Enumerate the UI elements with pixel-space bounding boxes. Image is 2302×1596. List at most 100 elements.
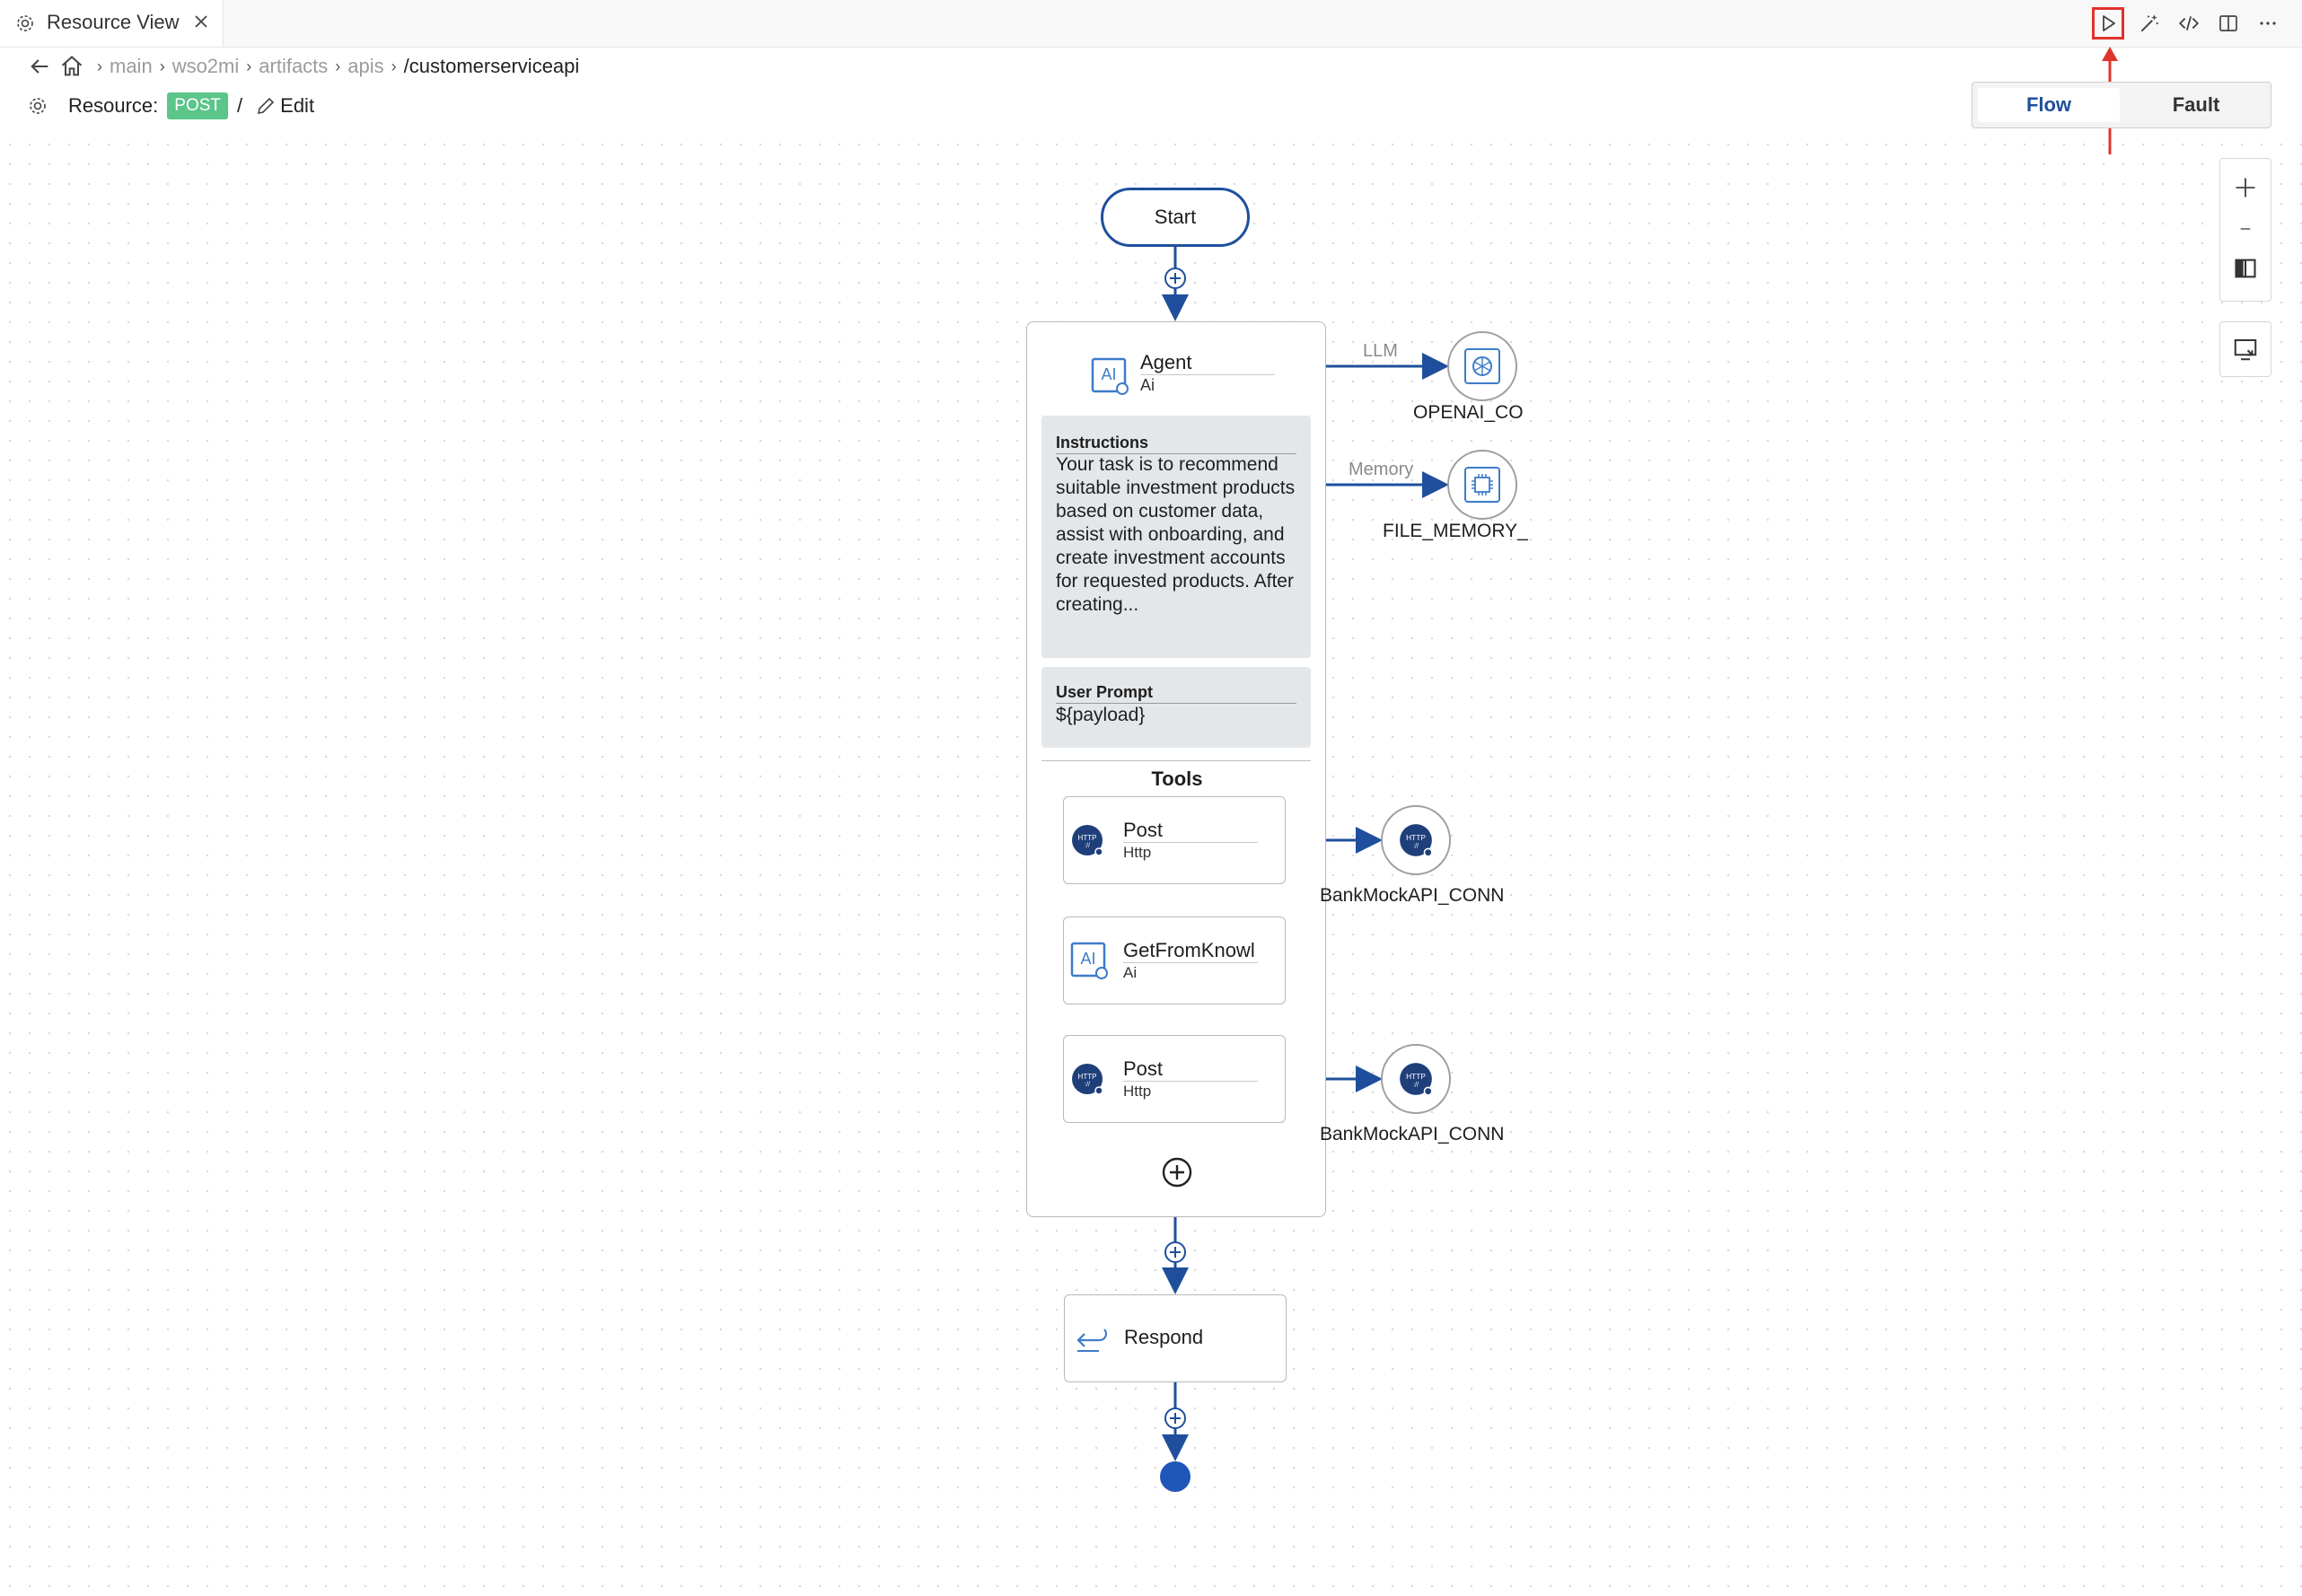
tools-label: Tools [1151,767,1203,790]
tool-type: Ai [1123,964,1138,981]
tab-resource-view[interactable]: Resource View [0,0,224,47]
svg-text:AI: AI [1101,365,1116,383]
divider [1056,453,1296,454]
tool-card[interactable]: AI GetFromKnowl Ai [1063,916,1286,1004]
http-connection-node[interactable]: HTTP :// [1381,805,1451,875]
end-node [1160,1461,1191,1492]
tool-type: Http [1123,844,1152,861]
http-icon: HTTP :// [1400,824,1433,857]
svg-text:AI: AI [1080,950,1095,968]
magic-wand-button[interactable] [2133,7,2166,39]
resource-label: Resource: [68,94,159,117]
back-arrow-icon[interactable] [27,54,52,79]
gear-icon [30,98,46,114]
play-icon [2103,15,2115,31]
code-icon [2178,16,2200,31]
user-prompt-label: User Prompt [1056,683,1154,701]
zoom-out-button[interactable] [2220,209,2271,249]
svg-text:HTTP: HTTP [1406,1072,1426,1081]
home-icon[interactable] [59,54,84,79]
pencil-icon [258,97,275,115]
svg-text:://: :// [1085,1082,1090,1088]
divider [1123,842,1258,843]
edit-label: Edit [280,94,315,117]
tool-title: GetFromKnowl [1123,939,1255,961]
chevron-right-icon: › [391,57,397,75]
http-connection-node[interactable]: HTTP :// [1381,1044,1451,1114]
plus-icon [2236,178,2255,197]
add-node-button[interactable] [1164,1241,1187,1264]
divider [1140,374,1275,375]
close-icon[interactable] [190,11,212,32]
http-connection-label: BankMockAPI_CONN [1320,885,1505,906]
breadcrumb-item[interactable]: artifacts [259,55,329,77]
http-icon: HTTP :// [1072,1064,1103,1095]
chevron-right-icon: › [97,57,102,75]
breadcrumb-item[interactable]: wso2mi [171,55,240,77]
breadcrumb-current: /customerserviceapi [403,55,580,77]
edge-label-memory: Memory [1349,460,1414,479]
screenshot-button[interactable] [2219,321,2271,377]
tab-fault[interactable]: Fault [2172,93,2220,116]
agent-node[interactable]: AI Agent Ai Instructions Your task is to… [1026,321,1326,1217]
llm-connection-label: OPENAI_CO [1413,402,1524,423]
http-icon: HTTP :// [1400,1063,1433,1096]
view-toggle: Flow Fault [1972,82,2271,128]
chevron-right-icon: › [246,57,252,75]
zoom-controls [2219,158,2271,302]
tool-title: Post [1123,819,1164,841]
agent-title: Agent [1140,351,1192,373]
split-editor-icon [2219,15,2237,31]
tab-flow[interactable]: Flow [1978,88,2120,122]
resource-header: Resource: POST / Edit [27,90,314,122]
ai-icon: AI [1091,357,1129,395]
fit-view-button[interactable] [2220,249,2271,288]
breadcrumb-item[interactable]: main [110,55,153,77]
chevron-right-icon: › [335,57,341,75]
user-prompt-text: ${payload} [1056,705,1146,725]
http-icon: HTTP :// [1072,825,1103,856]
screen-download-icon [2234,339,2257,361]
tool-card[interactable]: HTTP :// Post Http [1063,796,1286,884]
resource-path: / [237,94,243,117]
ellipsis-icon [2260,22,2276,25]
breadcrumb: › main › wso2mi › artifacts › apis › /cu… [27,50,579,83]
add-node-button[interactable] [1164,1407,1187,1430]
edit-button[interactable]: Edit [255,94,314,118]
memory-connection-node[interactable] [1447,450,1517,520]
http-connection-label: BankMockAPI_CONN [1320,1124,1505,1144]
respond-node[interactable]: Respond [1064,1294,1287,1382]
llm-connection-node[interactable] [1447,331,1517,401]
tool-type: Http [1123,1083,1152,1100]
start-node[interactable]: Start [1101,188,1250,247]
more-actions-button[interactable] [2252,7,2284,39]
user-prompt-panel[interactable]: User Prompt ${payload} [1041,667,1311,748]
tool-title: Post [1123,1057,1164,1080]
fit-view-icon [2235,259,2256,278]
chevron-right-icon: › [159,57,165,75]
split-editor-button[interactable] [2212,7,2245,39]
tab-title: Resource View [47,11,180,33]
add-tool-button[interactable] [1160,1155,1194,1189]
memory-connection-label: FILE_MEMORY_ [1383,521,1528,541]
instructions-panel[interactable]: Instructions Your task is to recommend s… [1041,416,1311,658]
svg-text:://: :// [1413,1080,1419,1088]
svg-text:HTTP: HTTP [1078,1073,1097,1081]
divider [1041,760,1311,761]
divider [1056,703,1296,704]
add-node-button[interactable] [1164,267,1187,290]
divider [1123,1081,1258,1082]
respond-label: Respond [1124,1326,1204,1348]
zoom-in-button[interactable] [2220,168,2271,207]
code-view-button[interactable] [2173,7,2205,39]
tool-card[interactable]: HTTP :// Post Http [1063,1035,1286,1123]
breadcrumb-item[interactable]: apis [347,55,384,77]
method-badge: POST [167,92,229,119]
editor-tab-bar: Resource View [0,0,2302,48]
ai-icon: AI [1070,942,1108,979]
svg-text:HTTP: HTTP [1078,834,1097,842]
run-button[interactable] [2092,7,2124,39]
minus-icon [2240,228,2251,230]
memory-chip-icon [1464,467,1500,503]
svg-text:HTTP: HTTP [1406,833,1426,842]
